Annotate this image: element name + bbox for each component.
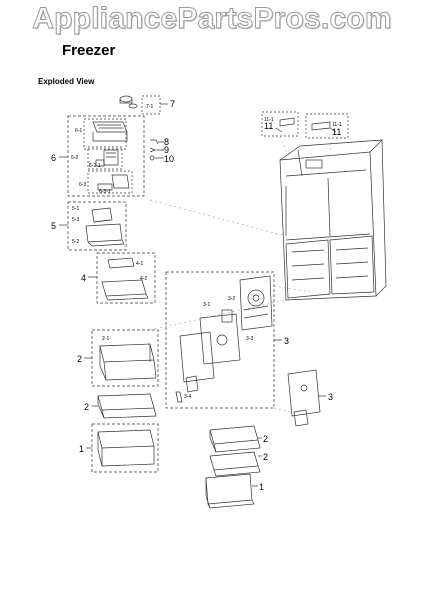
callout-3-4: 3-4	[184, 394, 191, 400]
view-subtitle: Exploded View	[38, 77, 95, 86]
callout-2-middle: 2	[84, 402, 89, 412]
callout-7-1: 7-1	[146, 104, 153, 110]
guide-lines	[149, 135, 331, 413]
part-group-2-middle	[92, 393, 157, 419]
callout-11-1-left: 11-1	[264, 117, 274, 123]
callout-11-1-right: 11-1	[332, 122, 342, 128]
page-title: Freezer	[62, 42, 116, 59]
part-group-4	[88, 252, 156, 304]
callout-4: 4	[81, 273, 86, 283]
part-group-1-left	[86, 423, 159, 473]
part-group-3-right	[287, 369, 326, 427]
callout-9: 9	[164, 145, 169, 155]
part-group-8-10	[149, 139, 164, 161]
callout-6-2: 6-2	[71, 155, 78, 161]
watermark: AppliancePartsPros.com	[32, 2, 392, 36]
part-group-right-drawers	[205, 425, 262, 509]
callout-2-right-middle: 2	[263, 452, 268, 462]
refrigerator-cabinet	[279, 139, 387, 301]
callout-3-3: 3-3	[246, 336, 253, 342]
part-group-6	[59, 115, 145, 197]
callout-4-2: 4-2	[140, 276, 147, 282]
callout-1-left: 1	[79, 444, 84, 454]
callout-6-2-1: 6-2-1	[89, 163, 101, 169]
callout-11-left: 11	[264, 121, 273, 131]
callout-6: 6	[51, 153, 56, 163]
callout-10: 10	[164, 154, 174, 164]
callout-2-upper: 2	[77, 354, 82, 364]
callout-1-right: 1	[259, 482, 264, 492]
callout-2-1: 2-1	[102, 336, 109, 342]
callout-3-1: 3-1	[203, 302, 210, 308]
callout-8: 8	[164, 137, 169, 147]
callout-6-3-1: 6-3-1	[99, 189, 111, 195]
callout-6-1: 6-1	[75, 128, 82, 134]
callout-2-right-upper: 2	[263, 434, 268, 444]
part-group-11-right	[305, 113, 349, 139]
callout-6-3: 6-3	[79, 182, 86, 188]
callout-5-1: 5-1	[72, 206, 79, 212]
callout-5: 5	[51, 221, 56, 231]
callout-11-right: 11	[332, 127, 341, 137]
callout-3-2: 3-2	[228, 296, 235, 302]
callout-3-center: 3	[284, 336, 289, 346]
part-group-7	[119, 95, 168, 115]
part-group-3-center	[165, 271, 282, 409]
part-group-2-upper	[84, 329, 159, 387]
callout-7: 7	[170, 99, 175, 109]
callout-3-right: 3	[328, 392, 333, 402]
callout-5-3: 5-3	[72, 217, 79, 223]
callout-4-1: 4-1	[136, 261, 143, 267]
part-group-5	[59, 201, 127, 251]
callout-5-2: 5-2	[72, 239, 79, 245]
